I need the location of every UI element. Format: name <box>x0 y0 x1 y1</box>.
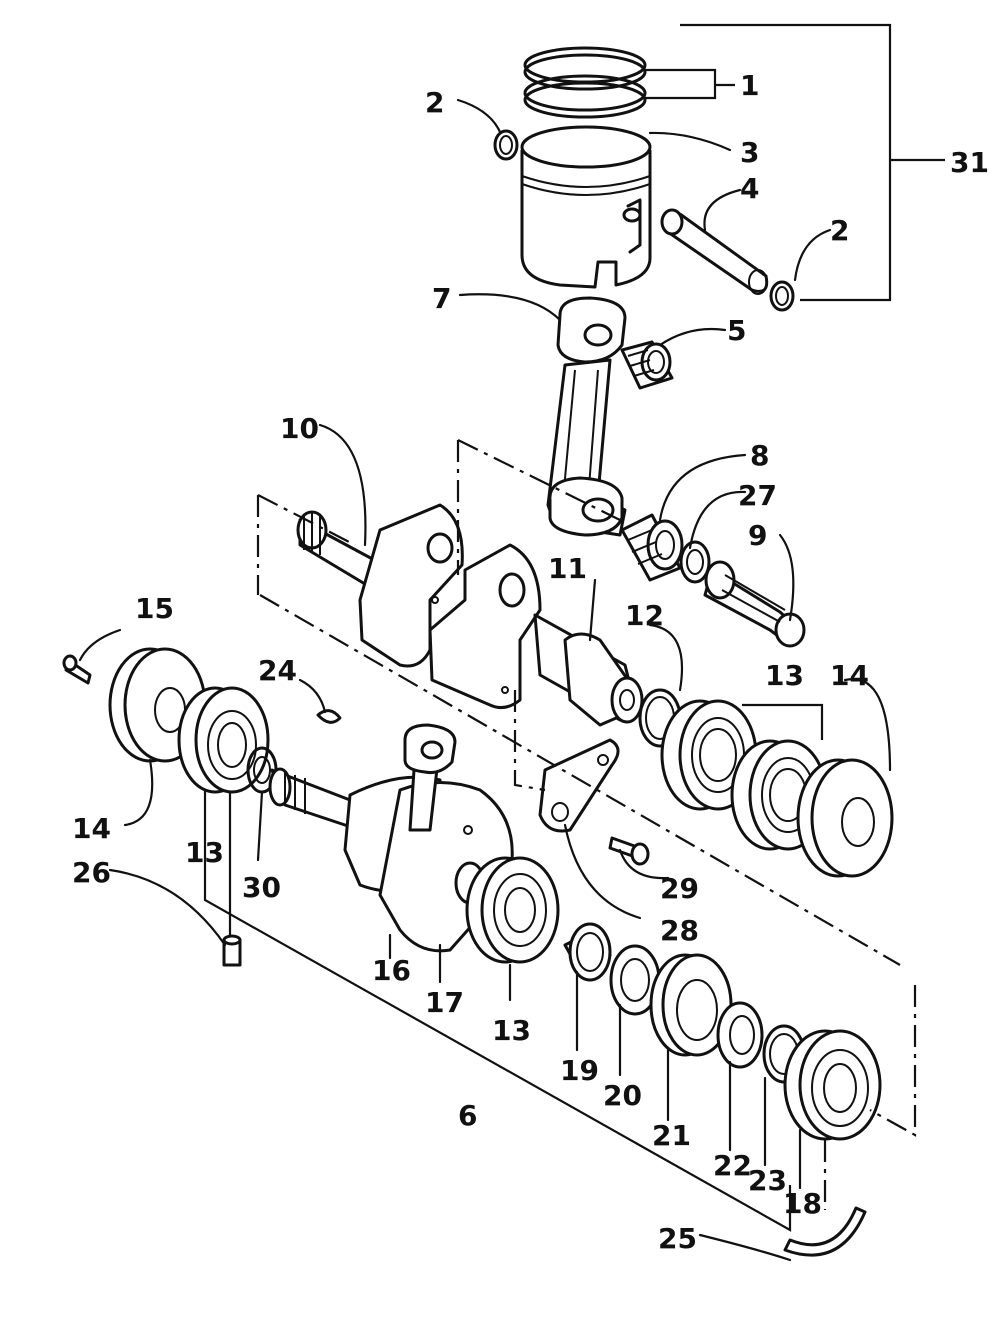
screw-29 <box>608 836 650 866</box>
bracket-31 <box>680 23 945 302</box>
callout-8: 8 <box>750 439 769 472</box>
callout-1: 1 <box>740 69 759 102</box>
callout-27: 27 <box>738 479 777 512</box>
callout-6: 6 <box>458 1099 477 1132</box>
main-bearing-18 <box>783 1029 882 1141</box>
big-end-needle-bearing <box>620 513 684 582</box>
connecting-rod-assembled <box>403 723 457 832</box>
callout-11: 11 <box>548 552 587 585</box>
callout-2b: 2 <box>830 214 849 247</box>
callout-16: 16 <box>372 954 411 987</box>
locating-plate-28 <box>538 738 620 833</box>
callout-20: 20 <box>603 1079 642 1112</box>
axis-line-plate <box>513 690 546 792</box>
bolt-15 <box>62 654 92 685</box>
piston-pin <box>660 208 769 295</box>
small-end-needle-bearing <box>620 340 674 390</box>
spacer-19 <box>563 922 612 982</box>
main-bearing-center-13 <box>465 856 560 964</box>
main-bearing-left-13 <box>177 686 270 794</box>
callout-17: 17 <box>425 986 464 1019</box>
washer-22 <box>716 1001 764 1069</box>
axis-line-middle <box>259 594 901 966</box>
crank-pin <box>703 560 806 648</box>
callout-3: 3 <box>740 136 759 169</box>
bearing-21 <box>649 953 733 1057</box>
callout-30: 30 <box>242 871 281 904</box>
leader-lines <box>78 98 892 1262</box>
callout-13b: 13 <box>185 836 224 869</box>
crankshaft-left-half <box>296 503 464 668</box>
connecting-rod-upper <box>546 296 627 537</box>
axis-line-upper <box>456 439 621 575</box>
bracket-6 <box>203 790 792 1232</box>
main-bearing-right-13b <box>730 739 828 851</box>
callout-24: 24 <box>258 654 297 687</box>
callout-22: 22 <box>713 1149 752 1182</box>
bracket-1 <box>645 68 735 100</box>
callout-14a: 14 <box>830 659 869 692</box>
axis-line-left <box>256 494 356 595</box>
bearing-housing-right-14 <box>796 758 894 878</box>
crankshaft-right-half <box>428 543 644 727</box>
callout-7: 7 <box>432 282 451 315</box>
callout-18: 18 <box>783 1187 822 1220</box>
bracket-13-right <box>742 703 824 740</box>
callout-26: 26 <box>72 856 111 889</box>
piston-rings <box>523 46 647 119</box>
callout-2a: 2 <box>425 86 444 119</box>
callout-23: 23 <box>748 1164 787 1197</box>
circlip-right <box>769 280 795 312</box>
callout-labels: 1 2 3 31 4 2 7 5 10 8 27 9 11 15 12 24 1… <box>72 69 989 1255</box>
callout-21: 21 <box>652 1119 691 1152</box>
thrust-washer <box>679 540 711 584</box>
axis-line-lower <box>869 985 917 1137</box>
callout-25: 25 <box>658 1222 697 1255</box>
callout-29: 29 <box>660 872 699 905</box>
callout-13c: 13 <box>492 1014 531 1047</box>
callout-15: 15 <box>135 592 174 625</box>
callout-28: 28 <box>660 914 699 947</box>
piston <box>520 125 652 289</box>
circlip-left <box>493 129 519 161</box>
callout-9: 9 <box>748 519 767 552</box>
snap-ring-25 <box>783 1206 867 1257</box>
callout-12: 12 <box>625 599 664 632</box>
callout-5: 5 <box>727 314 746 347</box>
woodruff-key-24 <box>316 709 342 724</box>
callout-31: 31 <box>950 146 989 179</box>
callout-14b: 14 <box>72 812 111 845</box>
callout-19: 19 <box>560 1054 599 1087</box>
callout-10: 10 <box>280 412 319 445</box>
dowel-pin-26 <box>222 934 242 967</box>
callout-4: 4 <box>740 172 759 205</box>
callout-13a: 13 <box>765 659 804 692</box>
